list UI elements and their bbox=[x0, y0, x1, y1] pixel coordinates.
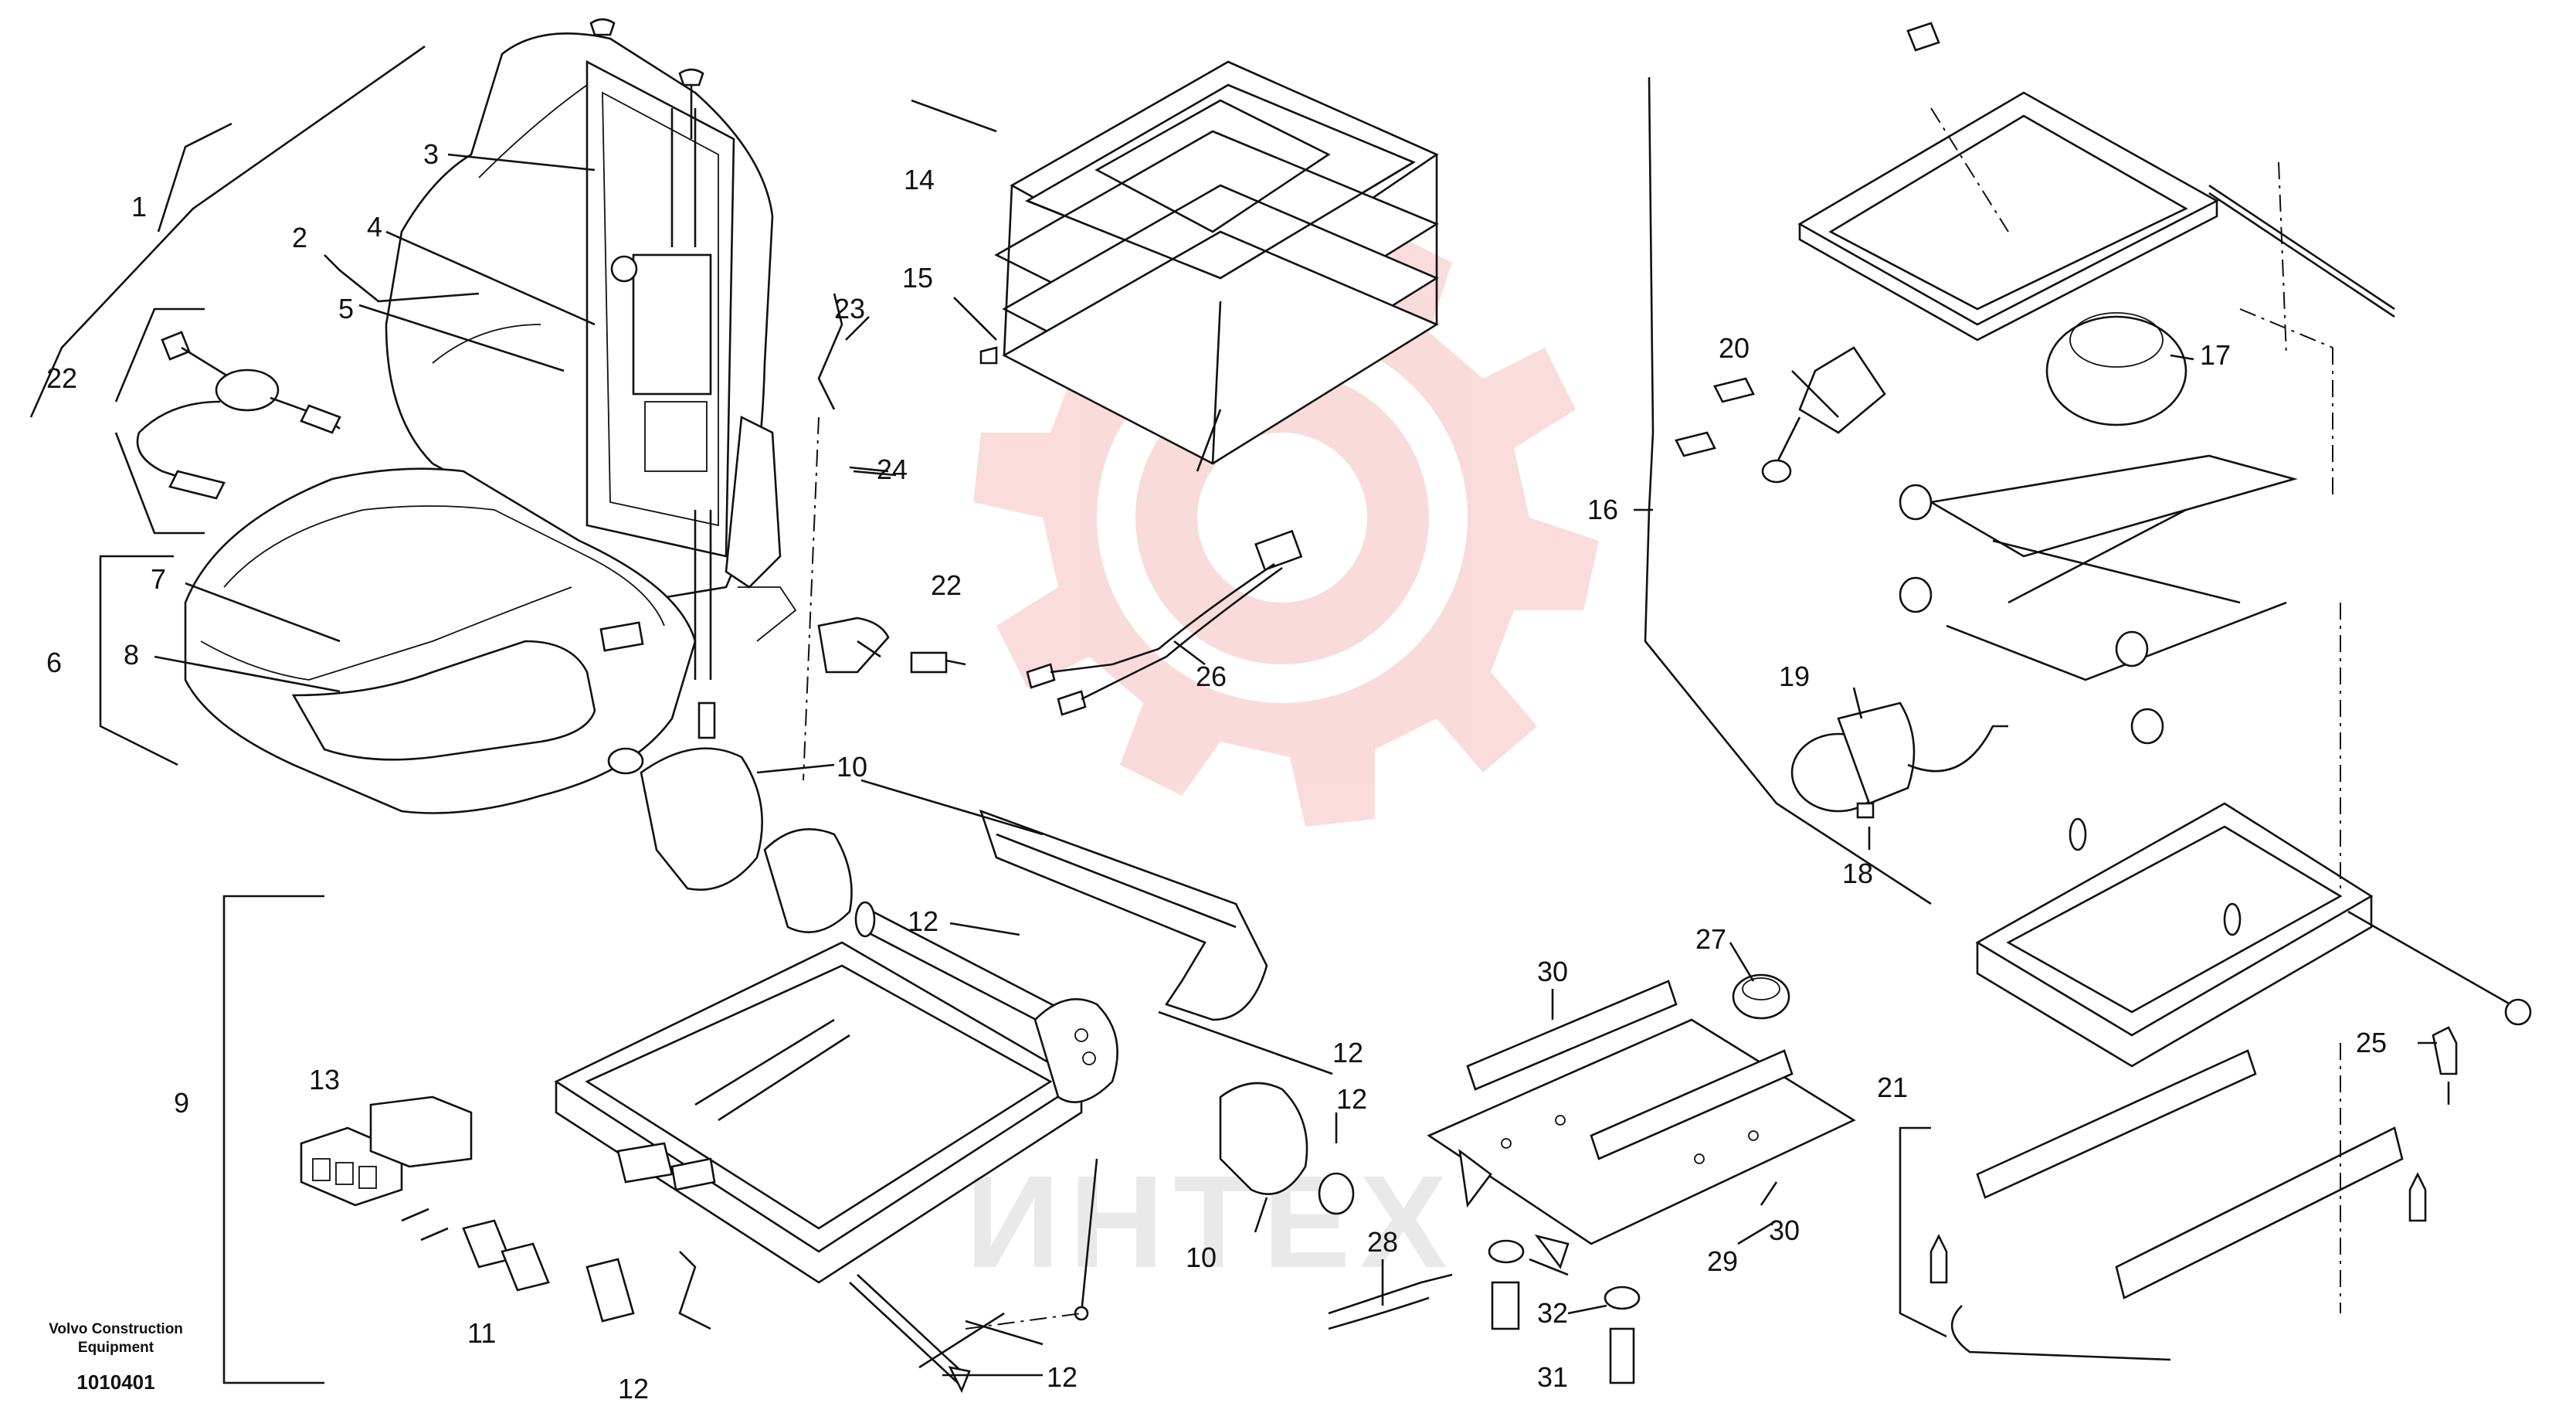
seat-frame bbox=[554, 901, 1118, 1284]
catalog-number: 1010401 bbox=[76, 1371, 154, 1394]
callout-12-b: 12 bbox=[1332, 1037, 1363, 1068]
callout-6: 6 bbox=[46, 647, 62, 678]
switch-panel bbox=[300, 1095, 635, 1323]
callout-25: 25 bbox=[2356, 1027, 2387, 1058]
leader-lines bbox=[29, 45, 2450, 1384]
callout-7: 7 bbox=[151, 563, 166, 595]
belt-buckle bbox=[817, 616, 966, 674]
callout-32: 32 bbox=[1537, 1297, 1568, 1329]
manufacturer-line-1: Volvo Construction bbox=[49, 1321, 183, 1337]
bolts-washers bbox=[1328, 1239, 1641, 1384]
dashed-guides bbox=[803, 107, 2341, 1330]
callout-13: 13 bbox=[309, 1064, 340, 1095]
callout-12-d: 12 bbox=[618, 1373, 649, 1405]
callout-24: 24 bbox=[877, 453, 908, 485]
callout-10-bottom: 10 bbox=[1186, 1241, 1217, 1273]
callout-20: 20 bbox=[1719, 332, 1750, 364]
backrest-pins bbox=[589, 18, 704, 139]
callout-22-mid: 22 bbox=[931, 569, 962, 601]
callout-31: 31 bbox=[1537, 1361, 1568, 1393]
callout-27: 27 bbox=[1695, 923, 1726, 955]
callout-16: 16 bbox=[1587, 494, 1618, 525]
callout-15: 15 bbox=[902, 262, 933, 294]
slide-rails bbox=[1929, 1026, 2458, 1361]
callout-19: 19 bbox=[1779, 661, 1810, 692]
callout-17: 17 bbox=[2200, 339, 2231, 371]
callout-11: 11 bbox=[467, 1317, 496, 1349]
callout-30-bottom: 30 bbox=[1769, 1214, 1800, 1246]
callout-labels: 1 2 3 4 5 6 7 8 9 10 10 11 12 12 12 12 1… bbox=[46, 138, 2387, 1405]
callout-2: 2 bbox=[292, 222, 307, 253]
shock-absorber bbox=[1675, 346, 1886, 484]
callout-22-left: 22 bbox=[46, 362, 77, 394]
callout-23: 23 bbox=[834, 293, 865, 324]
callout-12-e: 12 bbox=[1047, 1361, 1078, 1393]
wire-harness bbox=[1026, 529, 1303, 716]
callout-26: 26 bbox=[1196, 661, 1227, 692]
callout-14: 14 bbox=[904, 164, 935, 195]
compressor bbox=[1790, 701, 2008, 819]
callout-12-c: 12 bbox=[1336, 1083, 1367, 1115]
callout-30-top: 30 bbox=[1537, 956, 1568, 987]
callout-3: 3 bbox=[423, 138, 439, 170]
seat-cushion bbox=[184, 467, 697, 814]
callout-10-top: 10 bbox=[837, 751, 867, 783]
bellows bbox=[979, 60, 1439, 465]
callout-18: 18 bbox=[1842, 858, 1873, 889]
callout-5: 5 bbox=[338, 293, 354, 324]
catalog-footer: Volvo Construction Equipment 1010401 bbox=[49, 1321, 183, 1394]
callout-8: 8 bbox=[124, 639, 139, 671]
mounting-plates bbox=[1427, 973, 1856, 1269]
callout-4: 4 bbox=[367, 211, 382, 243]
callout-29: 29 bbox=[1707, 1245, 1738, 1277]
manufacturer-line-2: Equipment bbox=[78, 1340, 154, 1356]
callout-28: 28 bbox=[1367, 1226, 1398, 1258]
suspension-base bbox=[1975, 802, 2532, 1068]
suspension-top-frame bbox=[1797, 22, 2395, 426]
callout-12-a: 12 bbox=[908, 905, 938, 937]
suspension-mechanism bbox=[1899, 454, 2298, 745]
side-covers bbox=[607, 747, 1355, 1215]
callout-1: 1 bbox=[131, 191, 147, 222]
watermark-text: ИНТЕХ bbox=[966, 1149, 1457, 1296]
seat-belt bbox=[136, 331, 341, 500]
callout-9: 9 bbox=[174, 1087, 189, 1119]
adjust-lever bbox=[678, 1158, 1098, 1394]
tilt-rail bbox=[979, 809, 1268, 1021]
callout-21: 21 bbox=[1877, 1072, 1908, 1103]
